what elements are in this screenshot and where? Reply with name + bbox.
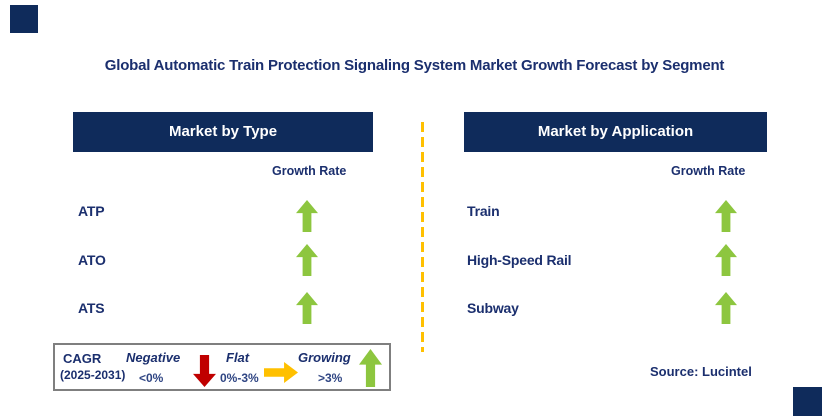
- legend-negative-label: Negative: [126, 350, 181, 365]
- down-arrow-icon: [193, 355, 216, 387]
- cagr-period-label: (2025-2031): [60, 368, 126, 382]
- growth-up-arrow-icon: [715, 200, 737, 232]
- segment-label-atp: ATP: [78, 203, 105, 219]
- corner-square-top-left-decoration: [10, 5, 38, 33]
- dashed-vertical-divider: [421, 122, 424, 352]
- cagr-legend-box: CAGR (2025-2031) Negative <0% Flat 0%-3%…: [53, 343, 391, 391]
- legend-growing-range: >3%: [318, 371, 343, 385]
- legend-flat-label: Flat: [226, 350, 250, 365]
- cagr-label: CAGR: [63, 351, 102, 366]
- source-attribution: Source: Lucintel: [650, 364, 752, 379]
- segment-label-ats: ATS: [78, 300, 105, 316]
- growth-up-arrow-icon: [715, 244, 737, 276]
- growth-up-arrow-icon: [296, 244, 318, 276]
- growth-rate-column-label-type: Growth Rate: [272, 164, 347, 178]
- growth-up-arrow-icon: [296, 200, 318, 232]
- segment-label-subway: Subway: [467, 300, 519, 316]
- panel-header-market-by-application: Market by Application: [464, 112, 767, 152]
- segment-label-train: Train: [467, 203, 500, 219]
- page-title: Global Automatic Train Protection Signal…: [104, 57, 725, 74]
- legend-negative-range: <0%: [139, 371, 164, 385]
- segment-label-high-speed-rail: High-Speed Rail: [467, 252, 572, 268]
- up-arrow-icon: [359, 349, 382, 387]
- segment-label-ato: ATO: [78, 252, 106, 268]
- legend-flat-range: 0%-3%: [220, 371, 259, 385]
- panel-header-market-by-type: Market by Type: [73, 112, 373, 152]
- corner-square-bottom-right-decoration: [793, 387, 822, 416]
- growth-rate-column-label-application: Growth Rate: [671, 164, 746, 178]
- right-arrow-icon: [264, 362, 298, 383]
- legend-growing-label: Growing: [298, 350, 351, 365]
- growth-up-arrow-icon: [296, 292, 318, 324]
- growth-up-arrow-icon: [715, 292, 737, 324]
